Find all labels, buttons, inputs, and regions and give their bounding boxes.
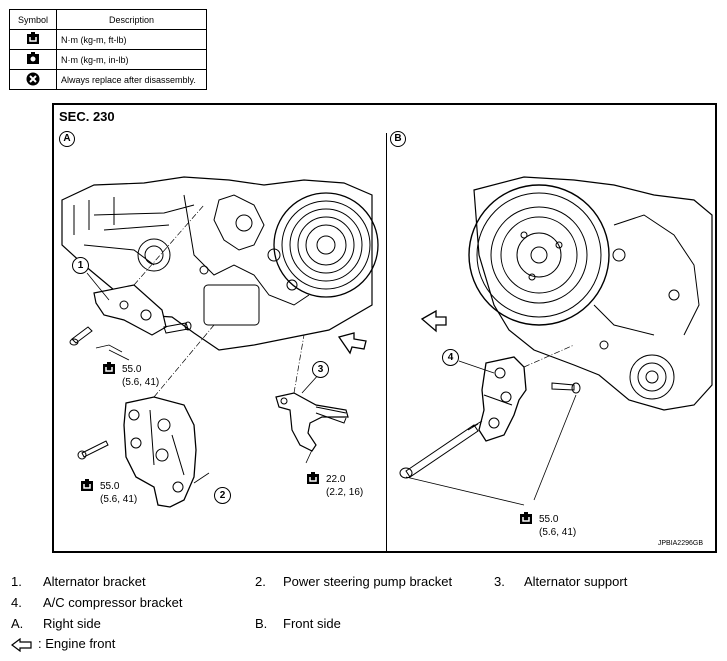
torque-spec: 55.0 (5.6, 41) [80,479,138,506]
engine-front-arrow-icon [11,638,32,652]
torque-sub: (5.6, 41) [122,377,160,388]
callout-4: 4 [442,349,459,366]
legend-label: Right side [43,616,101,631]
callout-2: 2 [214,487,231,504]
torque-spec: 55.0 (5.6, 41) [519,512,577,539]
symbol-header: Symbol [9,9,57,30]
symbol-desc: N·m (kg-m, ft-lb) [56,29,207,50]
engine-front-label: : Engine front [38,636,116,651]
torque-spec: 55.0 (5.6, 41) [102,362,160,389]
legend-label: A/C compressor bracket [43,595,183,610]
legend-label: Alternator bracket [43,574,146,589]
symbol-desc: Always replace after disassembly. [56,69,207,90]
symbol-table: Symbol Description N·m (kg-m, ft-lb) N·m… [9,9,207,90]
legend-label: Front side [283,616,341,631]
view-a-marker: A [59,131,75,147]
torque-nm-kgm-ftlb-icon [307,472,319,484]
section-label: SEC. 230 [59,109,115,124]
figure-code: JPBIA2296GB [657,540,703,547]
torque-value: 55.0 [100,481,120,492]
torque-value: 55.0 [539,514,559,525]
torque-nm-kgm-inlb-icon [9,49,57,70]
exploded-diagram: SEC. 230 A B 1 2 3 4 55.0 (5.6, 41) 55.0… [52,103,717,553]
engine-illustration [61,176,713,508]
always-replace-icon [9,69,57,90]
torque-sub: (5.6, 41) [100,494,138,505]
description-header: Description [56,9,207,30]
legend-number: 2. [255,574,266,589]
torque-value: 22.0 [326,474,346,485]
callout-3: 3 [312,361,329,378]
symbol-desc: N·m (kg-m, in-lb) [56,49,207,70]
torque-value: 55.0 [122,364,142,375]
legend-label: Power steering pump bracket [283,574,453,589]
torque-spec: 22.0 (2.2, 16) [306,472,364,499]
torque-sub: (5.6, 41) [539,527,577,538]
torque-nm-kgm-ftlb-icon [520,512,532,524]
view-b-marker: B [390,131,406,147]
legend-label: Alternator support [524,574,628,589]
torque-nm-kgm-ftlb-icon [81,479,93,491]
torque-sub: (2.2, 16) [326,487,364,498]
torque-nm-kgm-ftlb-icon [9,29,57,50]
legend-number: A. [11,616,24,631]
legend-number: B. [255,616,268,631]
legend-number: 3. [494,574,505,589]
view-divider [386,133,387,551]
legend-number: 4. [11,595,22,610]
callout-1: 1 [72,257,89,274]
torque-nm-kgm-ftlb-icon [103,362,115,374]
legend-number: 1. [11,574,22,589]
